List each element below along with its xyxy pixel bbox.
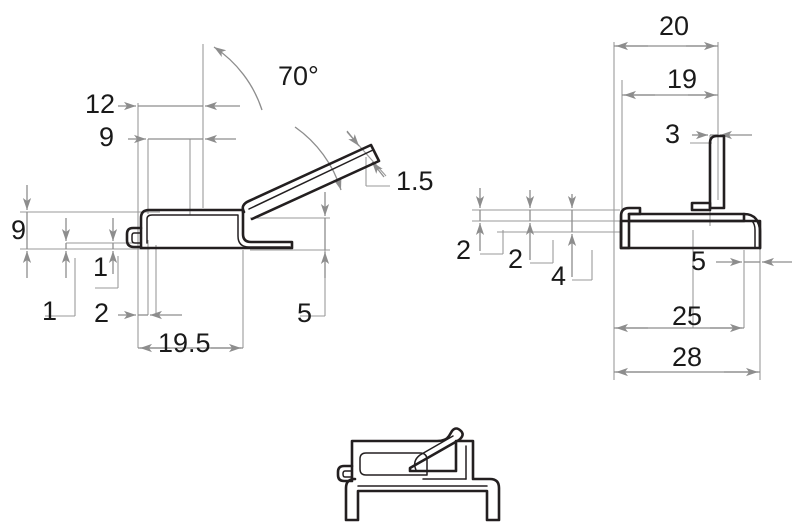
dim-label-4: 4	[551, 261, 566, 291]
dim-label-1-inner: 1	[93, 252, 108, 282]
dim-label-2-left: 2	[94, 298, 109, 328]
dim-label-25: 25	[672, 301, 702, 331]
dimension-labels: 12 9 70° 1.5 9 1 1 2 5 19.5 20 19 3 2 2 …	[11, 11, 706, 372]
dim-label-20: 20	[659, 11, 689, 41]
assembled-profile-view	[336, 427, 501, 522]
dim-label-2-b: 2	[508, 244, 523, 274]
left-profile-view	[20, 44, 390, 353]
dim-70deg-arc-upper	[213, 46, 263, 111]
dim-label-19p5: 19.5	[158, 328, 211, 358]
right-profile-outline	[619, 134, 762, 250]
dim-label-1-outer: 1	[42, 296, 57, 326]
dim-label-2-a: 2	[456, 235, 471, 265]
right-dimension-lines	[475, 41, 792, 377]
dim-label-70deg: 70°	[278, 61, 319, 91]
dim-label-19: 19	[667, 64, 697, 94]
left-profile-outline	[125, 143, 381, 250]
dim-label-9-top: 9	[99, 122, 114, 152]
dim-label-5-right: 5	[691, 246, 706, 276]
right-extension-lines	[472, 42, 761, 380]
right-profile-view	[472, 41, 792, 380]
dim-label-1p5: 1.5	[396, 166, 434, 196]
dim-label-3: 3	[665, 119, 680, 149]
dim-70deg-arc-lower	[294, 126, 342, 191]
dim-label-9-left: 9	[11, 215, 26, 245]
dim-label-12: 12	[85, 89, 115, 119]
dim-label-28: 28	[672, 342, 702, 372]
left-dimension-lines	[22, 46, 390, 353]
dim-label-5-left: 5	[297, 298, 312, 328]
